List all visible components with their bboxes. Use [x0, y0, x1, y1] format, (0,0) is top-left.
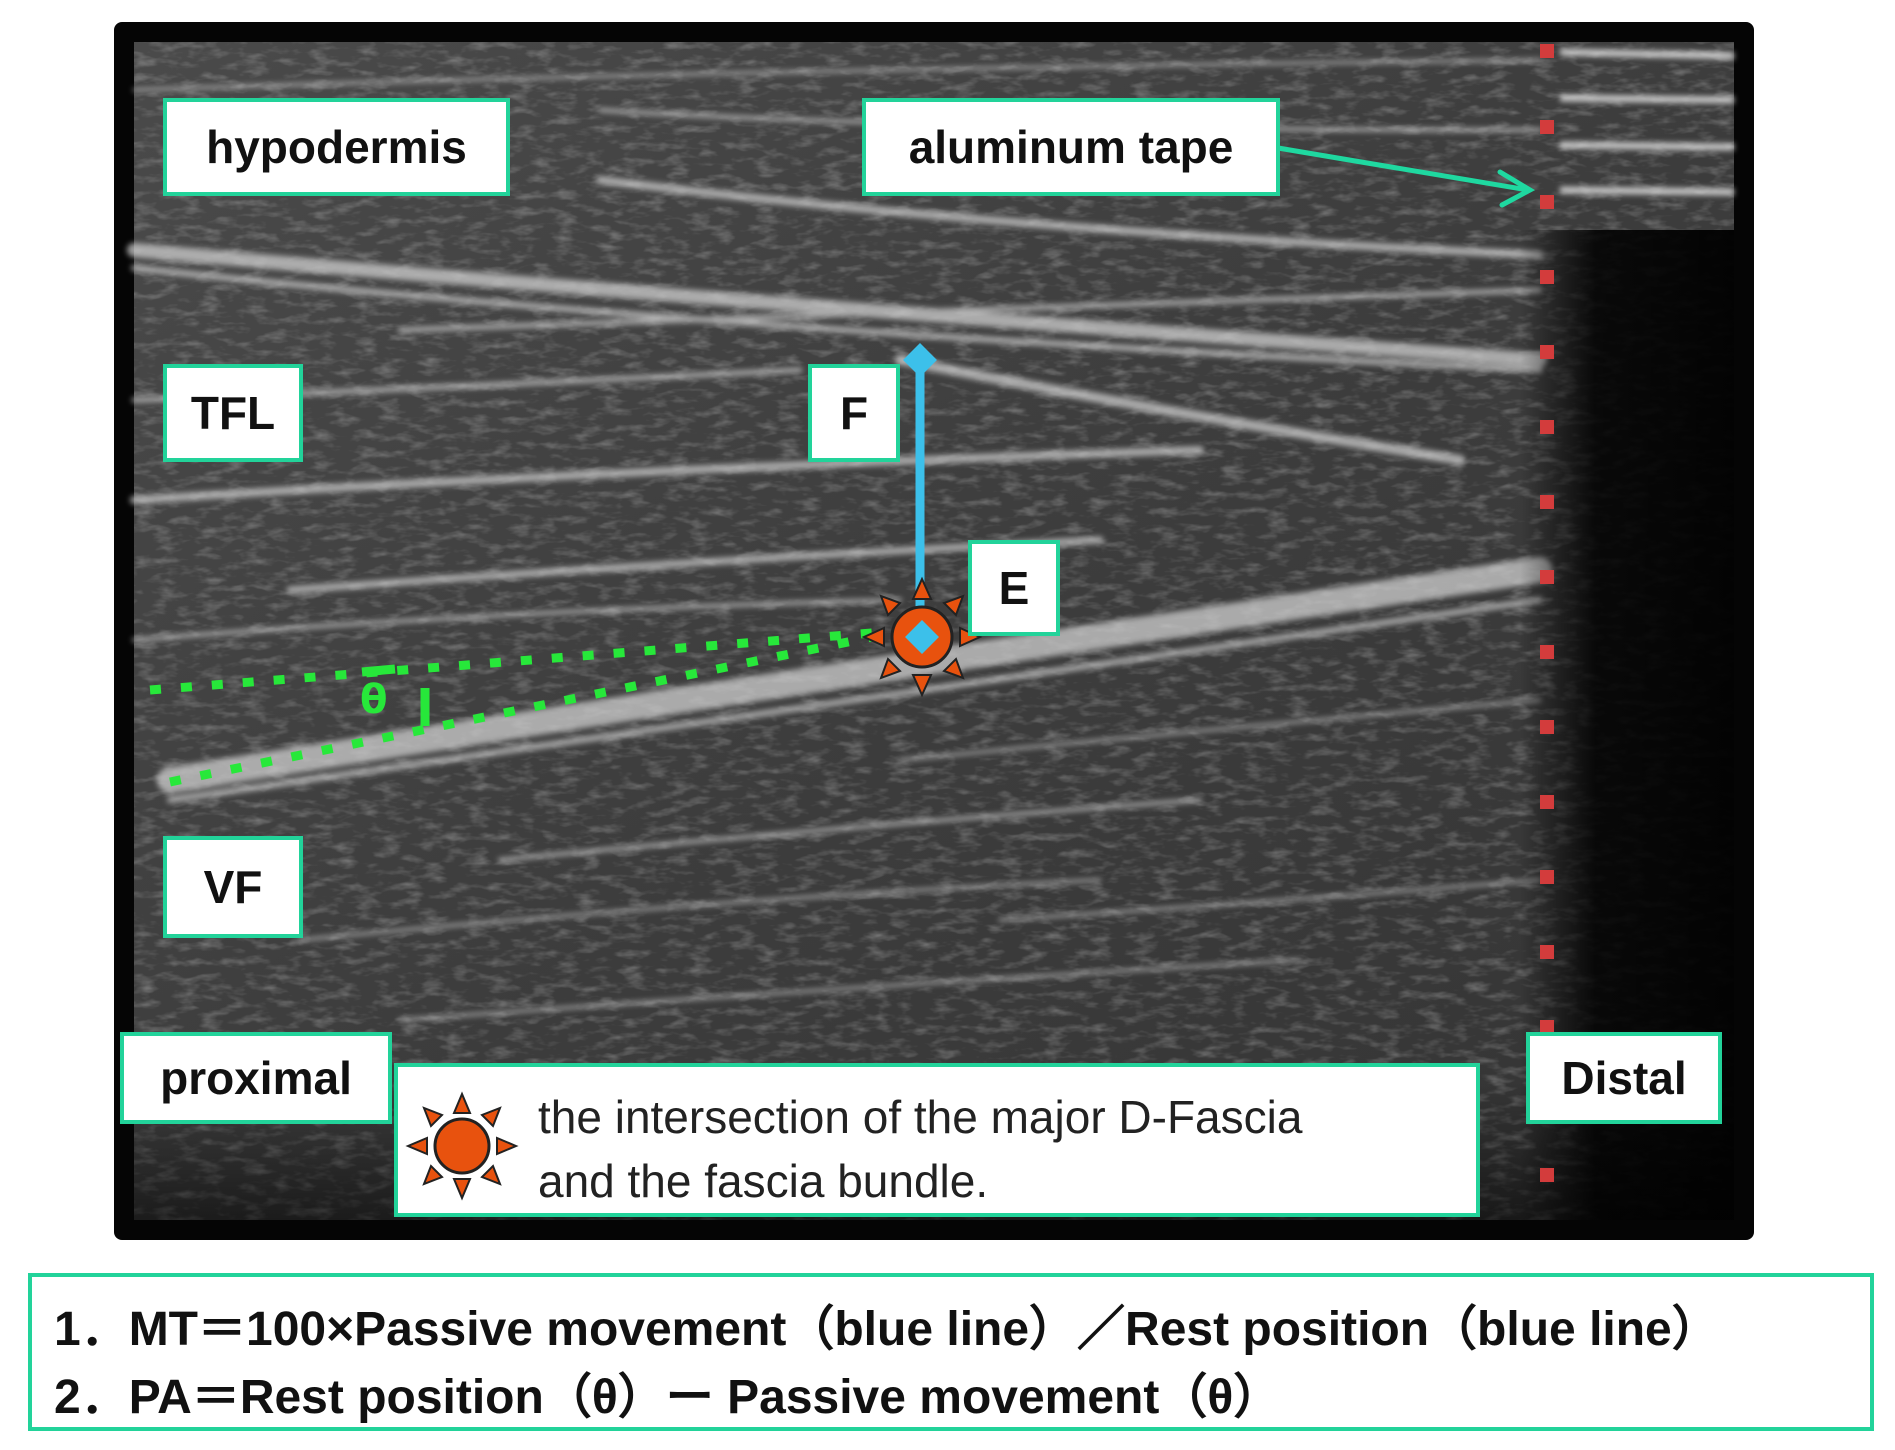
proximal-label: proximal — [120, 1032, 392, 1124]
orange-sun-marker-icon — [405, 1091, 519, 1201]
formula-box: 1．MT＝100×Passive movement（blue line）／Res… — [28, 1273, 1874, 1431]
theta-label: θ — [360, 677, 387, 723]
formula-mt: 1．MT＝100×Passive movement（blue line）／Res… — [54, 1303, 1720, 1356]
distal-label: Distal — [1526, 1032, 1722, 1124]
f-label: F — [808, 364, 900, 462]
hypodermis-label: hypodermis — [163, 98, 510, 196]
legend-box: the intersection of the major D-Fascia a… — [394, 1063, 1480, 1217]
vf-label: VF — [163, 836, 303, 938]
tfl-label: TFL — [163, 364, 303, 462]
legend-line-1: the intersection of the major D-Fascia — [538, 1091, 1303, 1143]
pennation-angle-lines — [149, 628, 873, 787]
distal-marker-line — [1540, 44, 1554, 1182]
intersection-marker-icon — [861, 576, 983, 698]
e-label: E — [968, 540, 1060, 636]
aluminum-tape-arrow — [1275, 145, 1536, 208]
formula-pa: 2．PA＝Rest position（θ）ー Passive movement（… — [54, 1371, 1282, 1424]
aluminum-tape-label: aluminum tape — [862, 98, 1280, 196]
legend-line-2: and the fascia bundle. — [538, 1155, 989, 1207]
legend-text: the intersection of the major D-Fascia a… — [538, 1085, 1302, 1213]
